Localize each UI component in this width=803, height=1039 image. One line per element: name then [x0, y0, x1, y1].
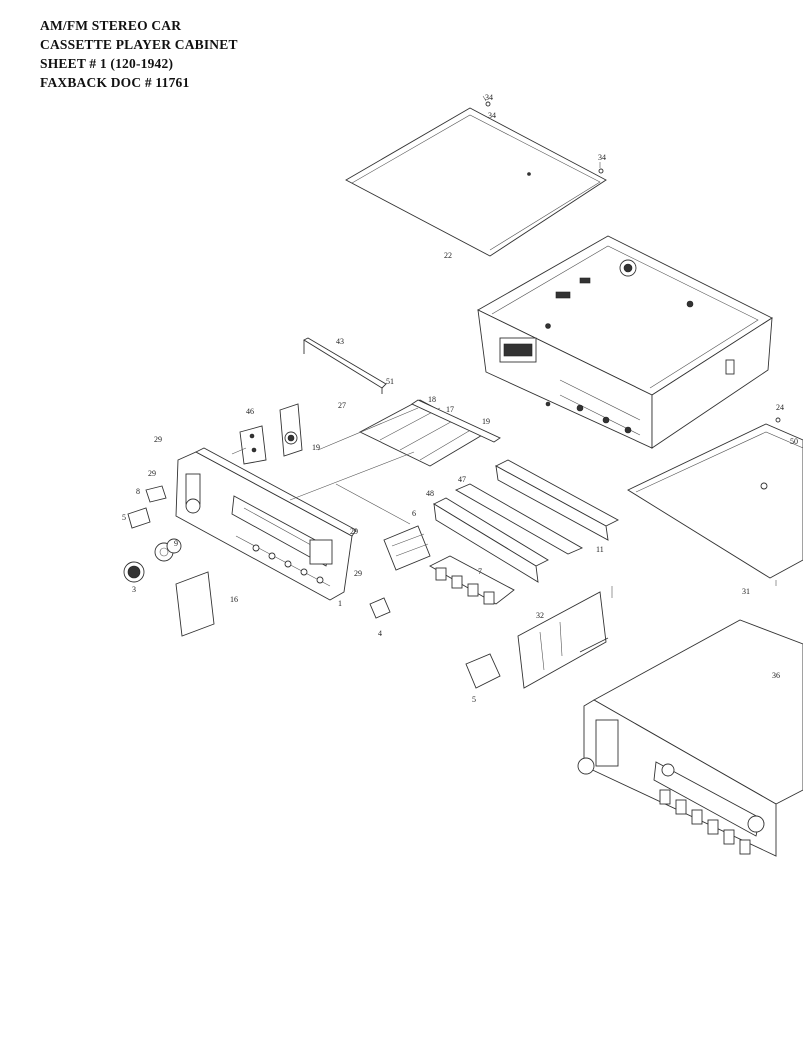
contact-strip-part	[411, 399, 501, 443]
callout-29c: 29	[350, 527, 358, 536]
callout-6: 6	[412, 509, 416, 518]
button-8-part	[145, 485, 167, 503]
bottom-plate-part	[627, 417, 803, 586]
block-5-part	[465, 653, 501, 689]
button-frame-47-part	[454, 483, 584, 555]
leader-lines	[231, 407, 613, 598]
callout-31: 31	[742, 587, 750, 596]
chassis-frame-part	[477, 235, 773, 449]
document-title-block: AM/FM STEREO CAR CASSETTE PLAYER CABINET…	[40, 16, 238, 92]
callout-29d: 29	[354, 569, 362, 578]
callout-19a: 19	[482, 417, 490, 426]
callout-1: 1	[338, 599, 342, 608]
callout-11: 11	[596, 545, 604, 554]
callout-4: 4	[378, 629, 382, 638]
callout-24: 24	[776, 403, 784, 412]
callout-48: 48	[426, 489, 434, 498]
button-assembly-6-part	[383, 525, 431, 571]
bracket-46-part	[239, 425, 267, 465]
callout-labels: 34 34 34 22 43 27 51 18 17 19 46 19 29 2…	[122, 93, 798, 704]
callout-29a: 29	[154, 435, 162, 444]
title-line-1: AM/FM STEREO CAR	[40, 18, 182, 33]
tuning-knob-part	[154, 538, 182, 562]
callout-27: 27	[338, 401, 346, 410]
callout-34a: 34	[485, 93, 493, 102]
bracket-43-part	[303, 337, 387, 394]
front-panel-part	[175, 447, 357, 601]
volume-knob-part	[123, 561, 145, 583]
title-line-4: FAXBACK DOC # 11761	[40, 75, 190, 90]
callout-18: 18	[428, 395, 436, 404]
flex-circuit-part	[359, 399, 485, 467]
title-line-3: SHEET # 1 (120-1942)	[40, 56, 174, 71]
button-9-part	[127, 507, 151, 529]
callout-8: 8	[136, 487, 140, 496]
callout-3: 3	[132, 585, 136, 594]
callout-47: 47	[458, 475, 466, 484]
button-frame-11-part	[495, 459, 619, 541]
callout-36: 36	[772, 671, 780, 680]
callout-19b: 19	[312, 443, 320, 452]
window-16-part	[175, 571, 215, 637]
callout-46: 46	[246, 407, 254, 416]
callout-29b: 29	[148, 469, 156, 478]
top-cover-part	[345, 95, 607, 257]
block-4-part	[369, 597, 391, 619]
callout-50: 50	[790, 437, 798, 446]
jack-19-part	[279, 403, 303, 457]
callout-5a: 5	[122, 513, 126, 522]
callout-34b: 34	[488, 111, 496, 120]
callout-34c: 34	[598, 153, 606, 162]
button-frame-48-part	[433, 497, 549, 583]
callout-5b: 5	[472, 695, 476, 704]
callout-43: 43	[336, 337, 344, 346]
callout-32: 32	[536, 611, 544, 620]
bracket-32-part	[517, 591, 609, 689]
callout-22: 22	[444, 251, 452, 260]
callout-9: 9	[174, 539, 178, 548]
button-row-7-part	[429, 555, 515, 605]
assembled-unit-part	[577, 619, 803, 857]
callout-51: 51	[386, 377, 394, 386]
callout-16: 16	[230, 595, 238, 604]
callout-7: 7	[478, 567, 482, 576]
title-line-2: CASSETTE PLAYER CABINET	[40, 37, 238, 52]
callout-17: 17	[446, 405, 454, 414]
